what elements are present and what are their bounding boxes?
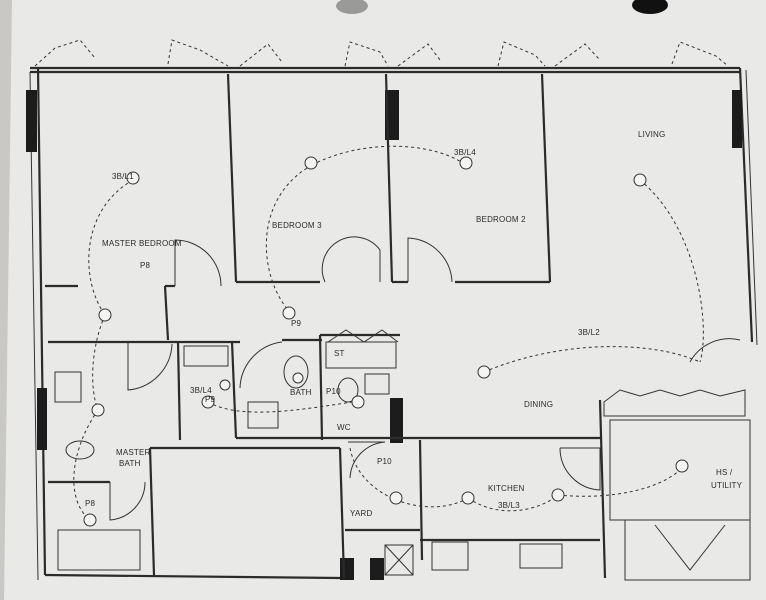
light-point: [461, 491, 475, 505]
circuit-label-l3: 3B/L3: [498, 501, 520, 510]
light-point: [633, 173, 647, 187]
room-label-hs-utility-2: UTILITY: [711, 481, 743, 490]
light-point: [477, 365, 491, 379]
circuit-label-l1: 3B/L1: [112, 172, 134, 181]
interior-walls: [45, 73, 607, 579]
point-label-p8-master: P8: [140, 261, 151, 270]
light-point: [219, 379, 231, 391]
light-point: [459, 156, 473, 170]
room-label-bath: BATH: [290, 388, 312, 397]
light-point: [389, 491, 403, 505]
point-label-p8-bath: P8: [85, 499, 96, 508]
room-label-master-bath-1: MASTER: [116, 448, 151, 457]
point-label-p9-bath: P9: [205, 395, 216, 404]
point-labels: P8 P8 P9 P9 P10 P10: [85, 261, 392, 508]
light-point: [351, 395, 365, 409]
light-point: [83, 513, 97, 527]
room-label-master-bedroom: MASTER BEDROOM: [102, 239, 182, 248]
door-swings: [109, 236, 741, 521]
light-point: [292, 372, 304, 384]
room-label-hs-utility-1: HS /: [716, 468, 733, 477]
fixtures: [54, 329, 751, 581]
room-label-st: ST: [334, 349, 345, 358]
room-label-dining: DINING: [524, 400, 553, 409]
room-label-kitchen: KITCHEN: [488, 484, 525, 493]
clip-mark-left: [336, 0, 368, 14]
circuit-label-l4-bath: 3B/L4: [190, 386, 212, 395]
room-labels: LIVING BEDROOM 3 BEDROOM 2 MASTER BEDROO…: [102, 130, 743, 518]
light-point: [304, 156, 318, 170]
room-label-bedroom3: BEDROOM 3: [272, 221, 322, 230]
light-point: [551, 488, 565, 502]
light-points: [83, 156, 689, 527]
light-point: [675, 459, 689, 473]
paper-shadow-left: [0, 0, 12, 600]
room-label-bedroom2: BEDROOM 2: [476, 215, 526, 224]
lighting-circuits: [73, 145, 704, 521]
light-point: [91, 403, 105, 417]
circuit-labels: 3B/L1 3B/L4 3B/L2 3B/L4 3B/L3: [112, 148, 600, 510]
circuit-label-l4-top: 3B/L4: [454, 148, 476, 157]
light-point: [201, 395, 215, 409]
point-label-p10-yard: P10: [377, 457, 392, 466]
room-label-yard: YARD: [350, 509, 372, 518]
light-point: [282, 306, 296, 320]
room-label-living: LIVING: [638, 130, 665, 139]
clip-mark-right: [632, 0, 668, 14]
top-windows: [34, 39, 729, 67]
point-label-p10-wc: P10: [326, 387, 341, 396]
light-point: [126, 171, 140, 185]
light-point: [98, 308, 112, 322]
circuit-label-l2: 3B/L2: [578, 328, 600, 337]
room-label-wc: WC: [337, 423, 351, 432]
point-label-p9-top: P9: [291, 319, 302, 328]
room-label-master-bath-2: BATH: [119, 459, 141, 468]
